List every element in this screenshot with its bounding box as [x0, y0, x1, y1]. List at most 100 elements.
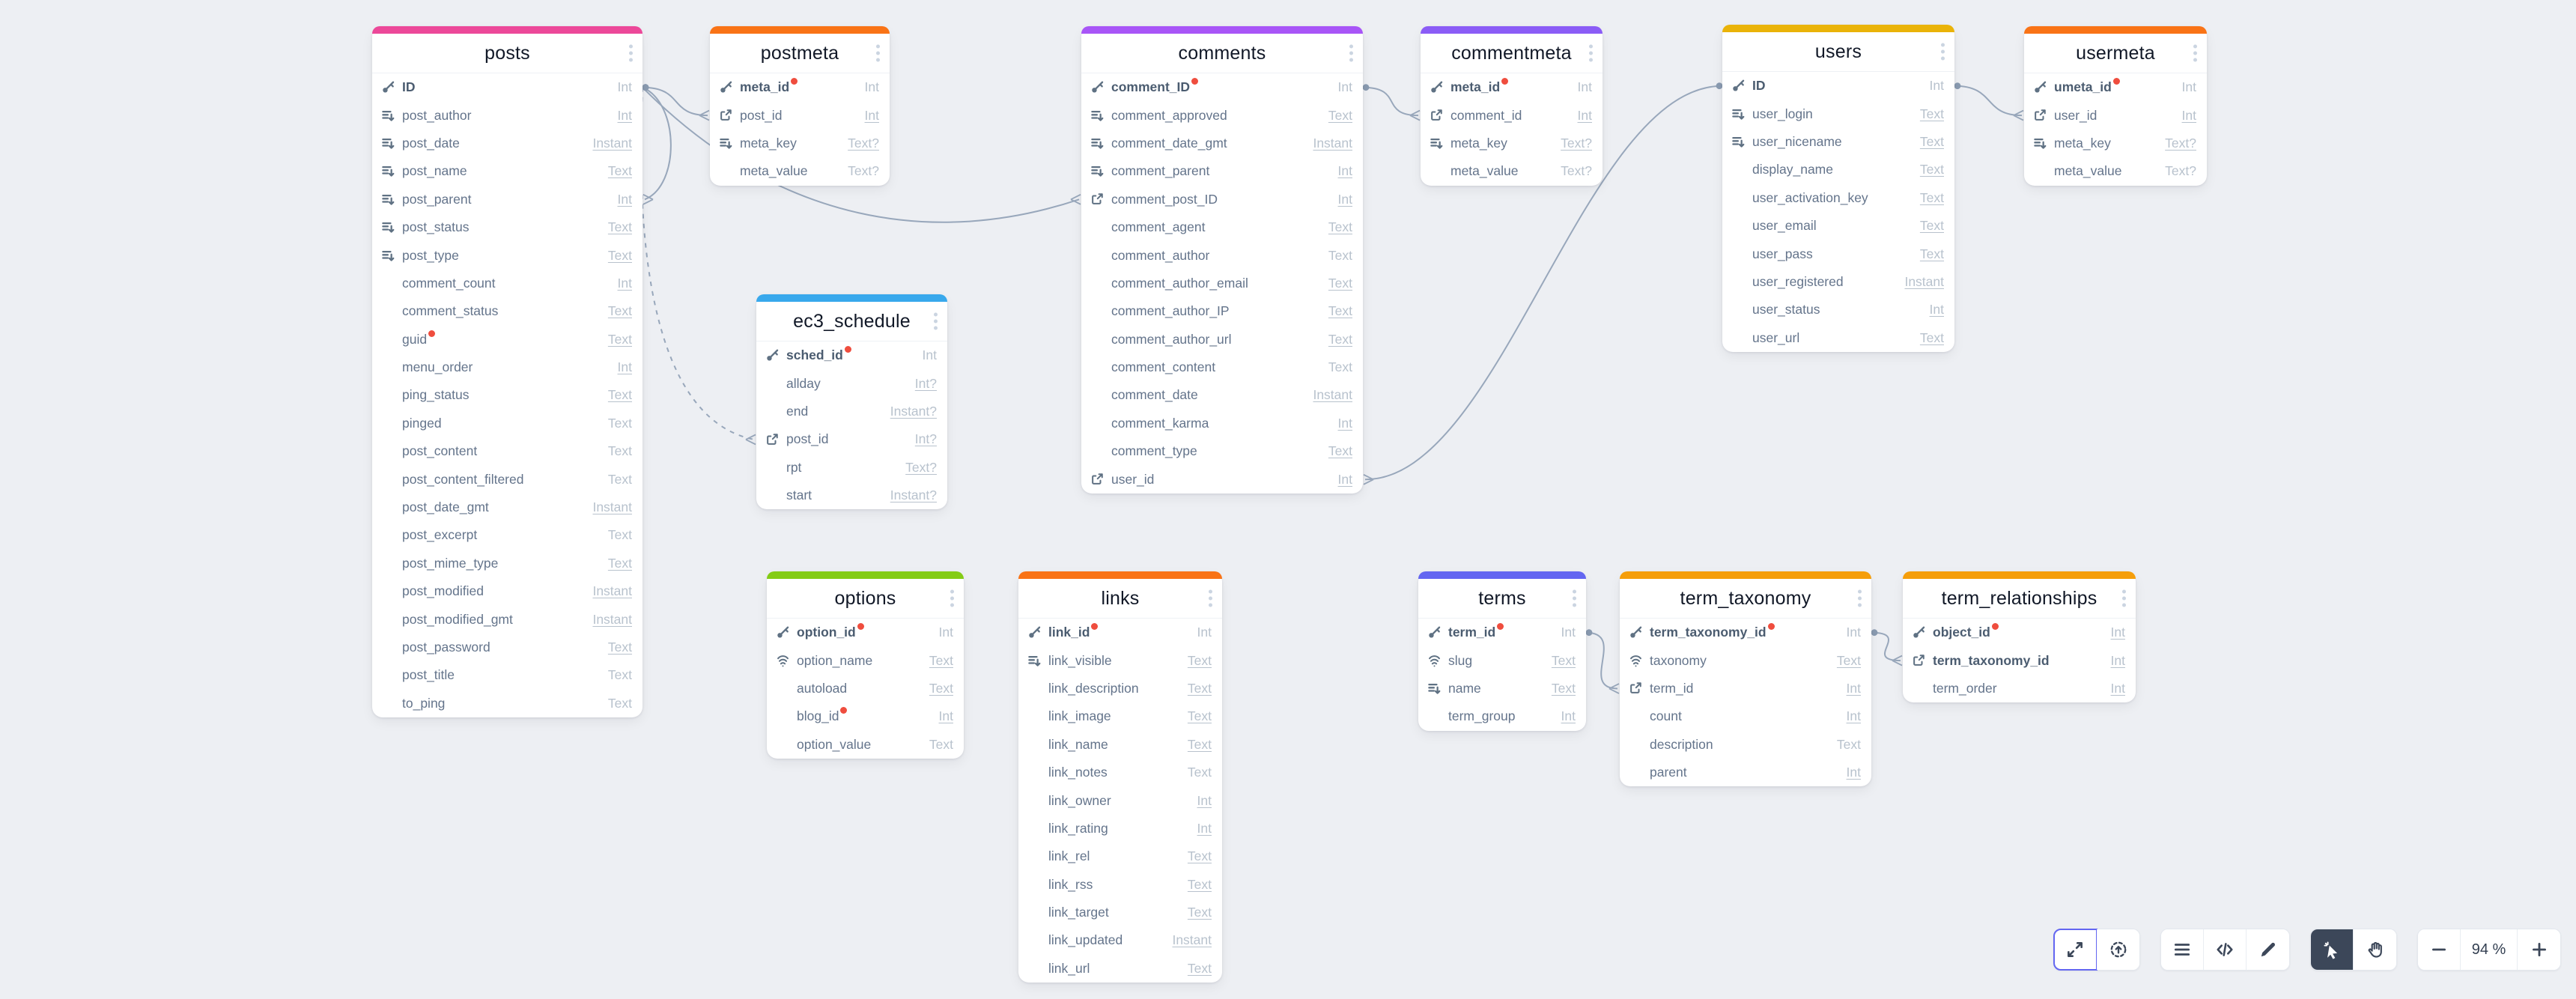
table-header[interactable]: links: [1018, 579, 1222, 619]
zoom-out-button[interactable]: [2418, 929, 2461, 970]
table-term_taxonomy[interactable]: term_taxonomy term_taxonomy_id Int taxon…: [1620, 571, 1871, 787]
field-row[interactable]: user_activation_key Text: [1722, 184, 1954, 212]
table-menu-button[interactable]: [876, 44, 880, 62]
field-row[interactable]: option_name Text: [767, 646, 964, 674]
table-menu-button[interactable]: [1941, 43, 1945, 61]
field-row[interactable]: ID Int: [372, 73, 643, 101]
field-row[interactable]: comment_date Instant: [1081, 381, 1363, 409]
field-row[interactable]: menu_order Int: [372, 353, 643, 381]
field-row[interactable]: meta_key Text?: [1421, 130, 1603, 157]
field-row[interactable]: meta_value Text?: [1421, 157, 1603, 185]
field-row[interactable]: post_id Int: [710, 101, 890, 129]
field-row[interactable]: comment_parent Int: [1081, 157, 1363, 185]
field-row[interactable]: name Text: [1418, 675, 1586, 702]
table-ec3_schedule[interactable]: ec3_schedule sched_id Int allday Int?: [756, 294, 947, 510]
field-row[interactable]: meta_id Int: [1421, 73, 1603, 101]
field-row[interactable]: post_mime_type Text: [372, 550, 643, 577]
field-row[interactable]: meta_value Text?: [710, 157, 890, 185]
field-row[interactable]: end Instant?: [756, 398, 947, 425]
field-row[interactable]: post_name Text: [372, 157, 643, 185]
field-row[interactable]: blog_id Int: [767, 702, 964, 730]
field-row[interactable]: comment_post_ID Int: [1081, 186, 1363, 213]
field-row[interactable]: user_pass Text: [1722, 240, 1954, 267]
field-row[interactable]: post_author Int: [372, 101, 643, 129]
field-row[interactable]: term_group Int: [1418, 702, 1586, 730]
field-row[interactable]: comment_type Text: [1081, 437, 1363, 465]
field-row[interactable]: term_order Int: [1903, 675, 2136, 702]
field-row[interactable]: user_url Text: [1722, 324, 1954, 352]
field-row[interactable]: term_id Int: [1620, 675, 1871, 702]
table-users[interactable]: users ID Int user_login Text user: [1722, 25, 1954, 352]
table-postmeta[interactable]: postmeta meta_id Int post_id Int: [710, 26, 890, 186]
field-row[interactable]: comment_ID Int: [1081, 73, 1363, 101]
field-row[interactable]: post_title Text: [372, 661, 643, 689]
field-row[interactable]: count Int: [1620, 702, 1871, 730]
field-row[interactable]: comment_count Int: [372, 270, 643, 297]
field-row[interactable]: post_type Text: [372, 241, 643, 269]
table-header[interactable]: usermeta: [2024, 34, 2207, 73]
field-row[interactable]: meta_id Int: [710, 73, 890, 101]
table-header[interactable]: postmeta: [710, 34, 890, 73]
field-row[interactable]: slug Text: [1418, 646, 1586, 674]
table-options[interactable]: options option_id Int option_name Text: [767, 571, 964, 759]
field-row[interactable]: link_rss Text: [1018, 871, 1222, 899]
edit-button[interactable]: [2247, 929, 2289, 970]
field-row[interactable]: comment_content Text: [1081, 353, 1363, 381]
field-row[interactable]: autoload Text: [767, 675, 964, 702]
table-header[interactable]: options: [767, 579, 964, 619]
fit-to-view-button[interactable]: [2097, 929, 2139, 970]
field-row[interactable]: post_password Text: [372, 634, 643, 661]
field-row[interactable]: user_status Int: [1722, 296, 1954, 324]
field-row[interactable]: comment_author_email Text: [1081, 270, 1363, 297]
field-row[interactable]: link_name Text: [1018, 731, 1222, 759]
table-menu-button[interactable]: [1209, 589, 1212, 607]
field-row[interactable]: user_login Text: [1722, 100, 1954, 127]
table-menu-button[interactable]: [1858, 589, 1862, 607]
table-menu-button[interactable]: [1589, 44, 1593, 62]
field-row[interactable]: comment_approved Text: [1081, 101, 1363, 129]
zoom-in-button[interactable]: [2518, 929, 2560, 970]
field-row[interactable]: comment_agent Text: [1081, 213, 1363, 241]
table-header[interactable]: ec3_schedule: [756, 302, 947, 341]
table-menu-button[interactable]: [2193, 44, 2197, 62]
table-menu-button[interactable]: [934, 312, 938, 330]
field-row[interactable]: ID Int: [1722, 72, 1954, 100]
table-header[interactable]: users: [1722, 32, 1954, 72]
table-term_relationships[interactable]: term_relationships object_id Int term_ta…: [1903, 571, 2136, 703]
field-row[interactable]: post_status Text: [372, 213, 643, 241]
field-row[interactable]: user_nicename Text: [1722, 128, 1954, 156]
field-row[interactable]: start Instant?: [756, 482, 947, 509]
field-row[interactable]: link_rel Text: [1018, 842, 1222, 870]
field-row[interactable]: user_id Int: [2024, 101, 2207, 129]
field-row[interactable]: display_name Text: [1722, 156, 1954, 183]
field-row[interactable]: meta_key Text?: [2024, 130, 2207, 157]
table-header[interactable]: commentmeta: [1421, 34, 1603, 73]
field-row[interactable]: description Text: [1620, 731, 1871, 759]
table-menu-button[interactable]: [1349, 44, 1353, 62]
fullscreen-button[interactable]: [2053, 929, 2097, 971]
field-row[interactable]: post_parent Int: [372, 186, 643, 213]
field-row[interactable]: comment_author_IP Text: [1081, 297, 1363, 325]
field-row[interactable]: post_date_gmt Instant: [372, 494, 643, 521]
field-row[interactable]: allday Int?: [756, 369, 947, 397]
field-row[interactable]: post_content Text: [372, 437, 643, 465]
field-row[interactable]: post_content_filtered Text: [372, 465, 643, 493]
table-links[interactable]: links link_id Int link_visible Text: [1018, 571, 1222, 983]
field-row[interactable]: comment_karma Int: [1081, 410, 1363, 437]
table-header[interactable]: posts: [372, 34, 643, 73]
table-commentmeta[interactable]: commentmeta meta_id Int comment_id Int: [1421, 26, 1603, 186]
field-row[interactable]: option_id Int: [767, 619, 964, 646]
field-row[interactable]: ping_status Text: [372, 381, 643, 409]
table-menu-button[interactable]: [2122, 589, 2126, 607]
field-row[interactable]: term_taxonomy_id Int: [1620, 619, 1871, 646]
field-row[interactable]: post_date Instant: [372, 130, 643, 157]
field-row[interactable]: post_id Int?: [756, 425, 947, 453]
pan-mode-button[interactable]: [2354, 929, 2396, 970]
field-row[interactable]: meta_value Text?: [2024, 157, 2207, 185]
field-row[interactable]: pinged Text: [372, 410, 643, 437]
field-row[interactable]: parent Int: [1620, 759, 1871, 786]
table-comments[interactable]: comments comment_ID Int comment_approved…: [1081, 26, 1363, 494]
field-row[interactable]: comment_id Int: [1421, 101, 1603, 129]
field-row[interactable]: comment_author_url Text: [1081, 326, 1363, 353]
